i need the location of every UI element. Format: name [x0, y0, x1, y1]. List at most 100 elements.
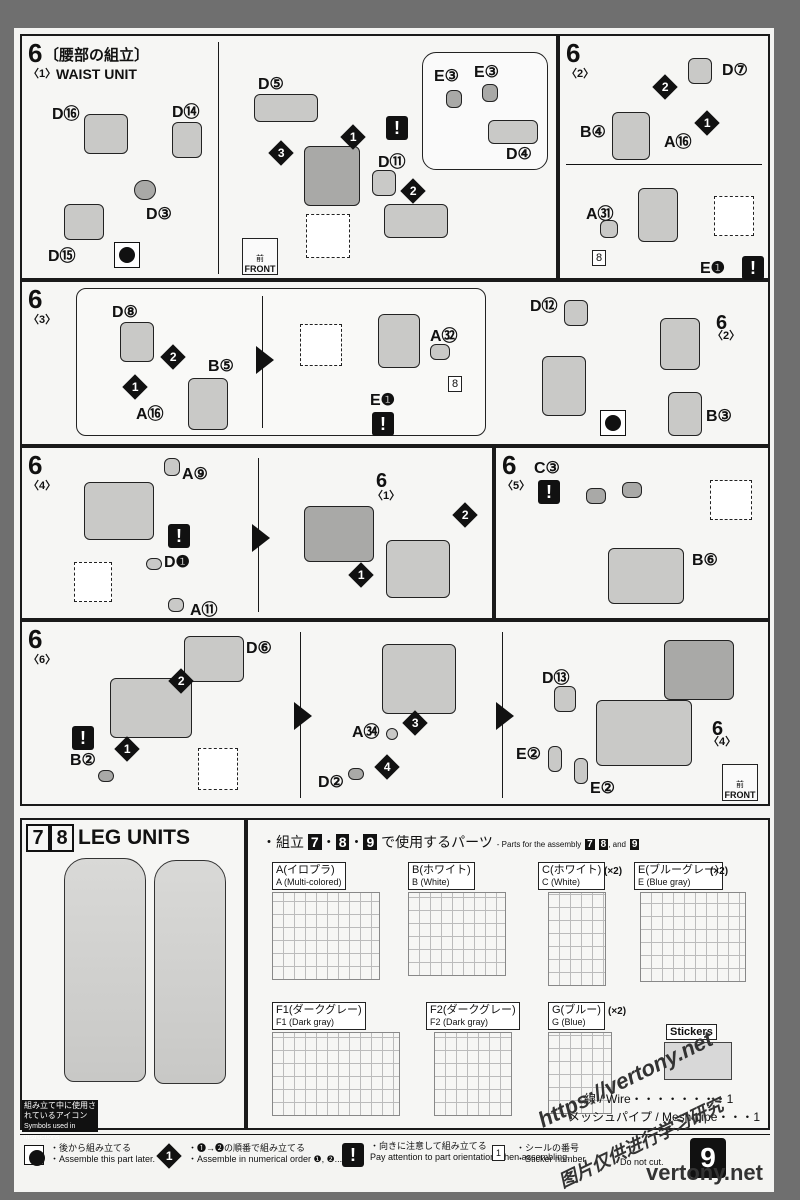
legend-item: ・❶→❷の順番で組み立てる・Assemble in numerical orde…	[188, 1143, 343, 1164]
assemble-later-icon	[600, 410, 626, 436]
part-b2	[98, 770, 114, 782]
label: A⑨	[182, 466, 208, 483]
panel-step-6-6: 6 〈6〉 D⑥ 2 1 ! B② A㉞ 3 4 D② D⑬ 6 〈4〉 E② …	[20, 620, 770, 806]
runner-label-e: E(ブルーグレー)E (Blue gray)	[634, 862, 723, 890]
part-waist-assembled	[304, 506, 374, 562]
label: E❶	[700, 260, 726, 277]
label: D⑪	[378, 154, 406, 171]
label: D⑥	[246, 640, 272, 657]
panel-step-6-4: 6 〈4〉 A⑨ ! D❶ A⑪ 6 〈1〉 1 2	[20, 446, 494, 620]
label: D⑦	[722, 62, 748, 79]
label: E②	[516, 746, 542, 763]
step-order-1-icon: 1	[348, 562, 374, 588]
sticker-number: 8	[448, 376, 463, 392]
step-order-4-icon: 4	[374, 754, 400, 780]
step-order-1-icon: 1	[114, 736, 140, 762]
part-waist-assembled	[382, 644, 456, 714]
label: D⑤	[258, 76, 284, 93]
runner-label-f2: F2(ダークグレー)F2 (Dark gray)	[426, 1002, 520, 1030]
part-d7	[688, 58, 712, 84]
orientation-warning-icon: !	[742, 256, 764, 280]
ref-step-sub: 〈4〉	[708, 736, 737, 748]
step-number: 6	[28, 624, 43, 654]
ref-step-sub: 〈2〉	[712, 330, 741, 342]
ref-step-number: 6	[712, 718, 724, 740]
detail-box	[198, 748, 238, 790]
label: A⑪	[190, 602, 218, 619]
part-d4-assembled	[384, 204, 448, 238]
sticker-number-icon: 1	[492, 1145, 506, 1161]
ref-step-sub: 〈1〉	[372, 490, 401, 502]
section-title: LEG UNITS	[78, 826, 191, 849]
part-waist-assembled	[596, 700, 692, 766]
ref-step-number: 6	[376, 470, 388, 492]
parts-header: ・組立 7・8・9 で使用するパーツ - Parts for the assem…	[262, 834, 640, 850]
label: B④	[580, 124, 606, 141]
next-arrow-icon	[252, 524, 270, 552]
runner-a	[272, 892, 380, 980]
runner-multiplier: (×2)	[604, 866, 623, 877]
step-number-7: 7	[26, 824, 50, 852]
part-a9	[164, 458, 180, 476]
step-order-3-icon: 3	[402, 710, 428, 736]
part-d11	[372, 170, 396, 196]
part-a31	[600, 220, 618, 238]
part-waist-core	[304, 146, 360, 206]
step-order-1-icon: 1	[156, 1143, 182, 1169]
part-a11	[168, 598, 184, 612]
orientation-warning-icon: !	[538, 480, 560, 504]
orientation-warning-icon: !	[372, 412, 394, 436]
part-d13	[554, 686, 576, 712]
part-armor-assembled	[542, 356, 586, 416]
sticker-sheet	[664, 1042, 732, 1080]
part-d14	[172, 122, 202, 158]
step-sub: 〈6〉	[28, 654, 57, 666]
step-number: 6	[28, 450, 43, 480]
part-front-armor	[386, 540, 450, 598]
title-en: WAIST UNIT	[56, 66, 137, 82]
part-e2	[574, 758, 588, 784]
label: B②	[70, 752, 96, 769]
step-sub: 〈4〉	[28, 480, 57, 492]
label: E❶	[370, 392, 396, 409]
step-number: 6	[566, 38, 581, 68]
label: D⑬	[542, 670, 570, 687]
step-order-1-icon: 1	[694, 110, 720, 136]
part-b6	[608, 548, 684, 604]
step-sub: 〈5〉	[502, 480, 531, 492]
label: D❶	[164, 554, 190, 571]
runner-label-b: B(ホワイト)B (White)	[408, 862, 475, 890]
part-d5	[254, 94, 318, 122]
step-order-2-icon: 2	[400, 178, 426, 204]
runner-multiplier: (×2)	[710, 866, 729, 877]
label: B③	[706, 408, 732, 425]
part-d8	[120, 322, 154, 362]
instruction-sheet: 6 〈1〉 〔腰部の組立〕 WAIST UNIT D⑯ D⑭ D③ D⑮ D⑤ …	[14, 28, 774, 1192]
legend-strip: ・後から組み立てる・Assemble this part later. 1 ・❶…	[20, 1134, 770, 1185]
part-d16	[84, 114, 128, 154]
assemble-later-icon	[114, 242, 140, 268]
legend-item: ・後から組み立てる・Assemble this part later.	[50, 1143, 156, 1164]
part-d4	[488, 120, 538, 144]
label: A㉜	[430, 328, 458, 345]
step-number: 6	[28, 38, 43, 68]
label: E②	[590, 780, 616, 797]
label: D⑧	[112, 304, 138, 321]
part-c3	[586, 488, 606, 504]
runner-c	[548, 892, 606, 986]
part-e2	[548, 746, 562, 772]
label: E③	[434, 68, 460, 85]
part-d15	[64, 204, 104, 240]
part-b3	[668, 392, 702, 436]
label: D⑫	[530, 298, 558, 315]
leg-illustration-right	[154, 860, 226, 1084]
sticker-number: 8	[592, 250, 607, 266]
step-order-2-icon: 2	[452, 502, 478, 528]
detail-box	[306, 214, 350, 258]
part-b5	[188, 378, 228, 430]
label: B⑤	[208, 358, 234, 375]
panel-step-6-5: 6 〈5〉 C③ ! B⑥	[494, 446, 770, 620]
part-a34	[386, 728, 398, 740]
